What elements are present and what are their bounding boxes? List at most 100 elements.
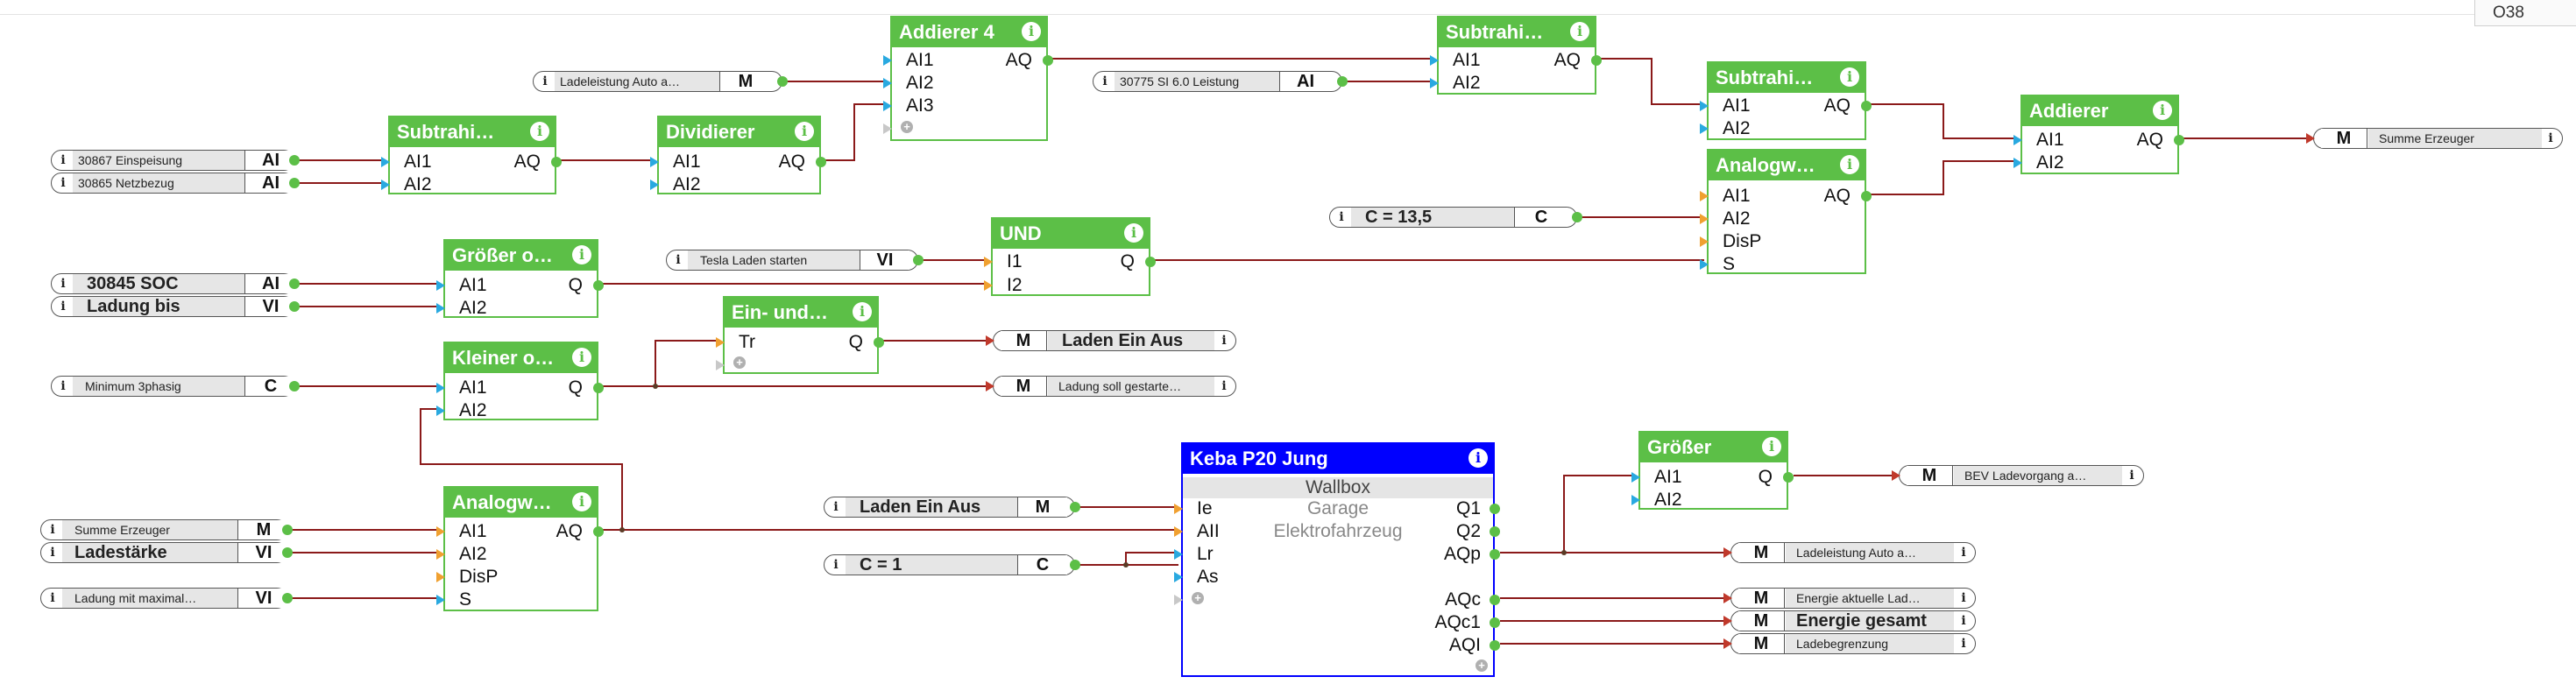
input-pin[interactable] [1700, 236, 1709, 247]
input-laden-ein-aus[interactable]: i Laden Ein Aus M [824, 497, 1080, 518]
output-pin[interactable] [1490, 595, 1500, 605]
output-pin[interactable] [1490, 549, 1500, 560]
add-input-icon[interactable]: + [733, 356, 746, 369]
input-pin[interactable] [436, 526, 445, 537]
output-pin[interactable] [1572, 212, 1582, 222]
input-ladung-bis[interactable]: i Ladung bis VI [51, 296, 300, 317]
info-icon[interactable]: i [1840, 155, 1859, 174]
output-pin[interactable] [2174, 135, 2184, 145]
output-energie-aktuelle-ladung[interactable]: M Energie aktuelle Lad… i [1723, 588, 1976, 609]
input-pin[interactable] [1631, 472, 1640, 483]
info-icon[interactable]: i [795, 122, 814, 141]
addierer4-block[interactable]: Addierer 4 i AI1 AI2 AI3 + AQ [883, 16, 1053, 141]
input-pin[interactable] [984, 257, 993, 267]
input-pin[interactable] [1174, 526, 1183, 537]
output-pin[interactable] [1591, 55, 1602, 66]
output-energie-gesamt[interactable]: M Energie gesamt i [1723, 610, 1976, 631]
input-pin[interactable] [1723, 638, 1732, 649]
add-input-icon[interactable]: + [901, 121, 913, 133]
input-pin[interactable] [1430, 55, 1439, 66]
input-pin[interactable] [1700, 123, 1709, 134]
info-icon[interactable]: i [572, 245, 591, 264]
output-pin[interactable] [282, 547, 293, 558]
info-icon[interactable]: i [1570, 22, 1589, 41]
input-pin[interactable] [1174, 595, 1183, 605]
info-icon[interactable]: i [1762, 437, 1781, 456]
addierer-block[interactable]: Addierer i AI1 AI2 AQ [2013, 95, 2184, 174]
info-icon[interactable]: i [530, 122, 549, 141]
input-pin[interactable] [883, 123, 892, 134]
input-pin[interactable] [883, 101, 892, 111]
input-pin[interactable] [381, 180, 390, 190]
input-pin[interactable] [716, 360, 725, 370]
output-pin[interactable] [1490, 526, 1500, 537]
info-icon[interactable]: i [1022, 22, 1041, 41]
output-pin[interactable] [1043, 55, 1053, 66]
input-pin[interactable] [1700, 101, 1709, 111]
output-pin[interactable] [1783, 472, 1794, 483]
output-bev-ladevorgang[interactable]: M BEV Ladevorgang a… i [1892, 465, 2144, 486]
input-pin[interactable] [2013, 135, 2022, 145]
input-pin[interactable] [436, 572, 445, 582]
output-pin[interactable] [593, 280, 604, 291]
input-pin[interactable] [1700, 259, 1709, 270]
input-pin[interactable] [381, 157, 390, 167]
input-pin[interactable] [986, 381, 994, 391]
output-pin[interactable] [1490, 504, 1500, 514]
input-pin[interactable] [436, 383, 445, 393]
input-soc[interactable]: i 30845 SOC AI [51, 273, 300, 294]
output-pin[interactable] [282, 525, 293, 535]
info-icon[interactable]: i [1840, 67, 1859, 87]
output-pin[interactable] [874, 337, 884, 348]
subtrahierer-block[interactable]: Subtrahi… i AI1 AI2 AQ [1430, 16, 1602, 95]
input-si-leistung[interactable]: i 30775 SI 6.0 Leistung AI [1093, 71, 1348, 92]
input-pin[interactable] [984, 280, 993, 291]
input-pin[interactable] [436, 303, 445, 314]
output-pin[interactable] [289, 155, 300, 166]
subtrahierer-block[interactable]: Subtrahi… i AI1 AI2 AQ [381, 116, 562, 194]
info-icon[interactable]: i [853, 302, 872, 321]
keba-wallbox-block[interactable]: Keba P20 Jung i Wallbox Garage Elektrofa… [1174, 442, 1500, 677]
input-constant-1[interactable]: i C = 1 C [824, 554, 1080, 575]
input-pin[interactable] [650, 180, 659, 190]
input-pin[interactable] [650, 157, 659, 167]
groesser-oder-gleich-block[interactable]: Größer o… i AI1 AI2 Q [436, 239, 604, 318]
input-ladeleistung-auto[interactable]: i Ladeleistung Auto a… M [533, 71, 788, 92]
ein-und-aus-block[interactable]: Ein- und… i Tr + Q [716, 296, 884, 374]
input-pin[interactable] [1700, 214, 1709, 224]
input-pin[interactable] [436, 405, 445, 416]
output-laden-ein-aus[interactable]: M Laden Ein Aus i [986, 330, 1236, 351]
output-ladeleistung-auto[interactable]: M Ladeleistung Auto a… i [1723, 542, 1976, 563]
input-pin[interactable] [1700, 191, 1709, 201]
input-summe-erzeuger[interactable]: i Summe Erzeuger M [40, 519, 293, 540]
output-pin[interactable] [289, 178, 300, 188]
info-icon[interactable]: i [1468, 448, 1488, 468]
input-pin[interactable] [986, 335, 994, 346]
input-pin[interactable] [2013, 158, 2022, 168]
output-pin[interactable] [1070, 560, 1080, 570]
output-pin[interactable] [593, 383, 604, 393]
input-minimum-3phasig[interactable]: i Minimum 3phasig C [51, 376, 300, 397]
output-pin[interactable] [913, 255, 924, 265]
output-ladebegrenzung[interactable]: M Ladebegrenzung i [1723, 633, 1976, 654]
output-pin[interactable] [289, 381, 300, 391]
input-constant-13-5[interactable]: i C = 13,5 C [1329, 207, 1582, 228]
output-pin[interactable] [1070, 502, 1080, 512]
input-pin[interactable] [1174, 504, 1183, 514]
analogwertwahl-block[interactable]: Analogw… i AI1 AI2 DisP S AQ [1700, 149, 1872, 274]
info-icon[interactable]: i [2153, 101, 2172, 120]
output-pin[interactable] [1490, 617, 1500, 628]
input-pin[interactable] [1631, 495, 1640, 505]
subtrahierer-block[interactable]: Subtrahi… i AI1 AI2 AQ [1700, 61, 1872, 140]
input-pin[interactable] [1723, 547, 1732, 558]
groesser-block[interactable]: Größer i AI1 AI2 Q [1631, 431, 1794, 510]
input-pin[interactable] [1174, 572, 1183, 582]
output-pin[interactable] [289, 301, 300, 312]
page-tab[interactable]: O38 [2474, 0, 2576, 26]
output-pin[interactable] [282, 593, 293, 603]
output-pin[interactable] [1145, 257, 1156, 267]
input-ladung-mit-maximal[interactable]: i Ladung mit maximal… VI [40, 588, 293, 609]
input-pin[interactable] [2306, 133, 2315, 144]
input-netzbezug[interactable]: i 30865 Netzbezug AI [51, 173, 300, 194]
